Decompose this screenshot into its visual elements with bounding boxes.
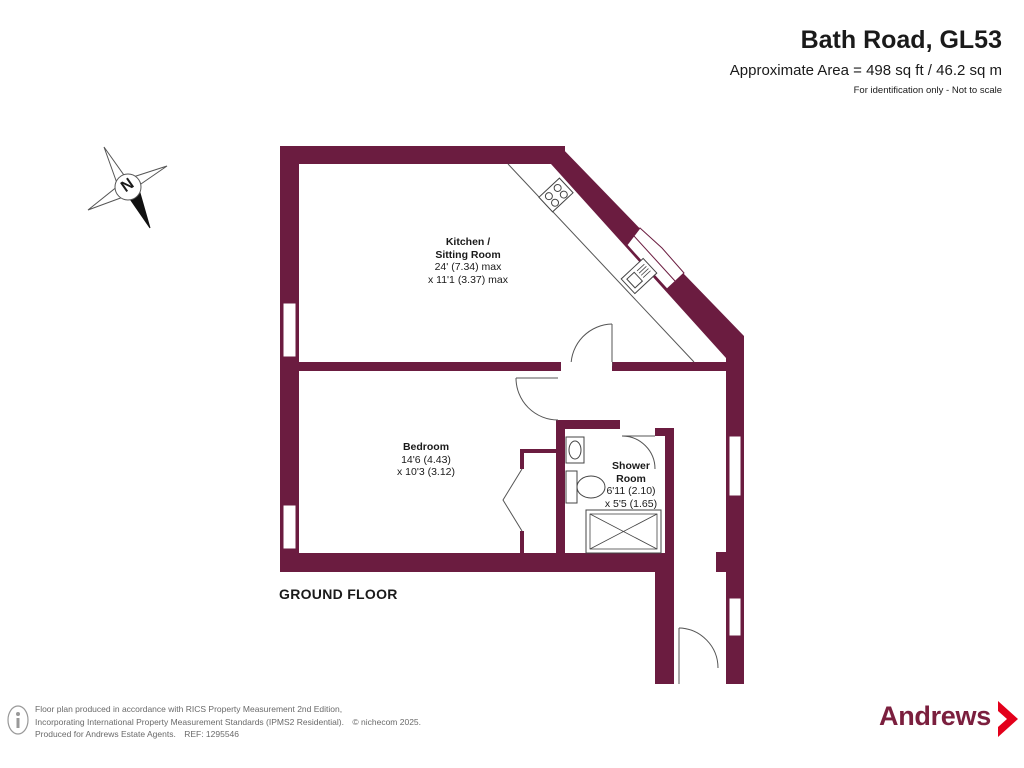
footer-line3: Produced for Andrews Estate Agents.	[35, 729, 176, 739]
accessibility-info-icon	[7, 705, 29, 735]
approximate-area: Approximate Area = 498 sq ft / 46.2 sq m	[729, 62, 1002, 79]
kitchen-door-opening	[561, 362, 612, 371]
footer-line3-row: Produced for Andrews Estate Agents. REF:…	[35, 728, 421, 741]
shower-room-label: Shower Room 6'11 (2.10) x 5'5 (1.65)	[591, 460, 671, 510]
shower-dim2: x 5'5 (1.65)	[604, 497, 658, 510]
compass-icon	[87, 146, 168, 229]
floor-label: GROUND FLOOR	[279, 586, 398, 602]
bedroom-name: Bedroom	[402, 441, 450, 453]
bedroom-label: Bedroom 14'6 (4.43) x 10'3 (3.12)	[366, 441, 486, 479]
property-title: Bath Road, GL53	[800, 26, 1002, 54]
footer-ref: REF: 1295546	[184, 729, 240, 739]
brand-logo: Andrews	[879, 701, 991, 731]
brand-arrow-icon	[998, 701, 1018, 737]
kitchen-label: Kitchen / Sitting Room 24' (7.34) max x …	[398, 236, 538, 286]
diagonal-windows	[626, 227, 685, 290]
footer-line1: Floor plan produced in accordance with R…	[35, 704, 343, 714]
bedroom-dim1: 14'6 (4.43)	[401, 453, 451, 466]
kitchen-sink	[620, 257, 658, 295]
footer-line2-row: Incorporating International Property Mea…	[35, 716, 421, 729]
kitchen-name-line1: Kitchen /	[445, 236, 491, 248]
walls	[280, 146, 744, 684]
kitchen-dim2: x 11'1 (3.37) max	[427, 273, 508, 286]
entrance-door-opening	[675, 628, 725, 684]
shower-name-line1: Shower	[612, 460, 650, 472]
kitchen-name-line2: Sitting Room	[435, 248, 501, 261]
wash-basin	[565, 436, 585, 464]
footer-text: Floor plan produced in accordance with R…	[35, 703, 421, 741]
bedroom-dim2: x 10'3 (3.12)	[396, 466, 456, 478]
footer-copyright: © nichecom 2025.	[352, 716, 422, 727]
shower-name-line2: Room	[616, 472, 646, 485]
footer-line2: Incorporating International Property Mea…	[35, 716, 344, 727]
windows	[282, 302, 742, 637]
hob	[538, 177, 574, 213]
shower-tray	[585, 509, 662, 554]
toilet	[565, 470, 606, 504]
scale-note: For identification only - Not to scale	[853, 85, 1002, 96]
kitchen-dim1: 24' (7.34) max	[434, 261, 502, 273]
shower-dim1: 6'11 (2.10)	[606, 485, 656, 497]
